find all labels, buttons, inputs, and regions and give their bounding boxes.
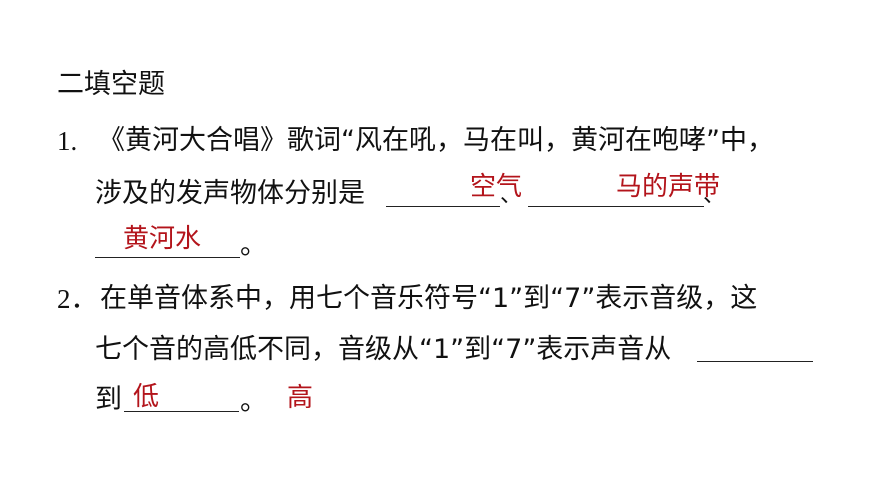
answer-blank-3[interactable]: [95, 257, 240, 258]
answer-text: 黄河水: [123, 224, 202, 254]
answer-blank-1[interactable]: [386, 206, 500, 207]
question-text-line1: 在单音体系中，用七个音乐符号“1”到“7”表示音级，这: [100, 283, 758, 314]
answer-text: 空气: [470, 172, 523, 202]
period: 。: [240, 386, 267, 417]
section-title: 二填空题: [57, 69, 165, 100]
question-number: 2．: [57, 284, 98, 314]
question-text-line1: 《黄河大合唱》歌词“风在吼，马在叫，黄河在咆哮”中，: [98, 125, 774, 156]
question-text-line2: 涉及的发声物体分别是: [95, 178, 365, 209]
answer-text: 马的声带: [616, 172, 721, 202]
answer-text: 高: [287, 383, 314, 413]
question-text-line2: 七个音的高低不同，音级从“1”到“7”表示声音从: [95, 334, 672, 365]
answer-blank-1[interactable]: [697, 361, 813, 362]
separator: 、: [703, 183, 726, 208]
answer-blank-2[interactable]: [528, 206, 704, 207]
separator: 、: [500, 183, 523, 208]
period: 。: [240, 230, 267, 261]
question-number: 1.: [57, 126, 78, 156]
answer-text: 低: [133, 382, 160, 412]
question-text-line3: 到: [95, 384, 122, 415]
answer-blank-2[interactable]: [124, 411, 239, 412]
